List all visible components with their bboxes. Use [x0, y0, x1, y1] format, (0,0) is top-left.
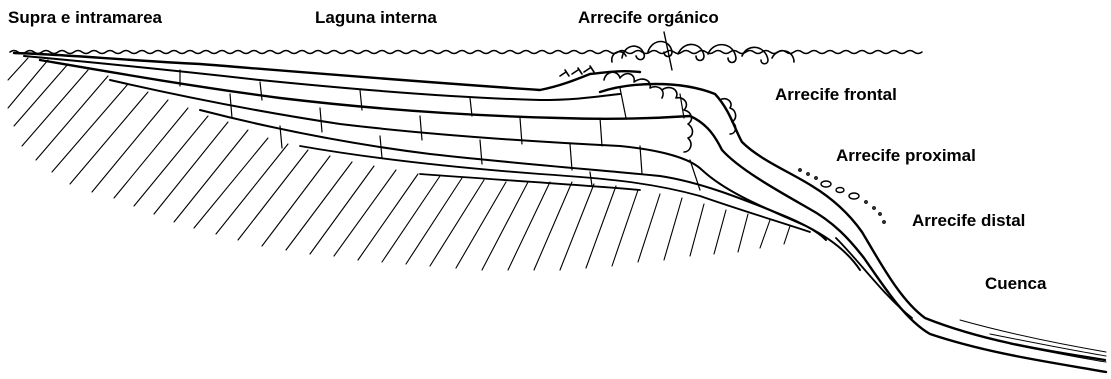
label-arrecife-proximal: Arrecife proximal: [836, 147, 976, 164]
breaking-waves: [612, 42, 794, 64]
layer-line-6: [420, 174, 640, 190]
label-arrecife-distal: Arrecife distal: [912, 212, 1025, 229]
label-arrecife-frontal: Arrecife frontal: [775, 86, 897, 103]
label-arrecife-organico: Arrecife orgánico: [578, 9, 719, 26]
label-supra-e-intramarea: Supra e intramarea: [8, 9, 162, 26]
layer-line-5: [300, 146, 810, 232]
reef-body-outline: [600, 84, 1105, 360]
forereef-debris: [799, 169, 885, 223]
label-cuenca: Cuenca: [985, 275, 1046, 292]
layer-line-3: [110, 80, 860, 270]
reef-organic-clumps: [560, 66, 736, 152]
layer-line-1: [24, 56, 620, 100]
basement-hatching: [8, 58, 790, 270]
layer-line-4: [200, 110, 826, 240]
label-laguna-interna: Laguna interna: [315, 9, 437, 26]
